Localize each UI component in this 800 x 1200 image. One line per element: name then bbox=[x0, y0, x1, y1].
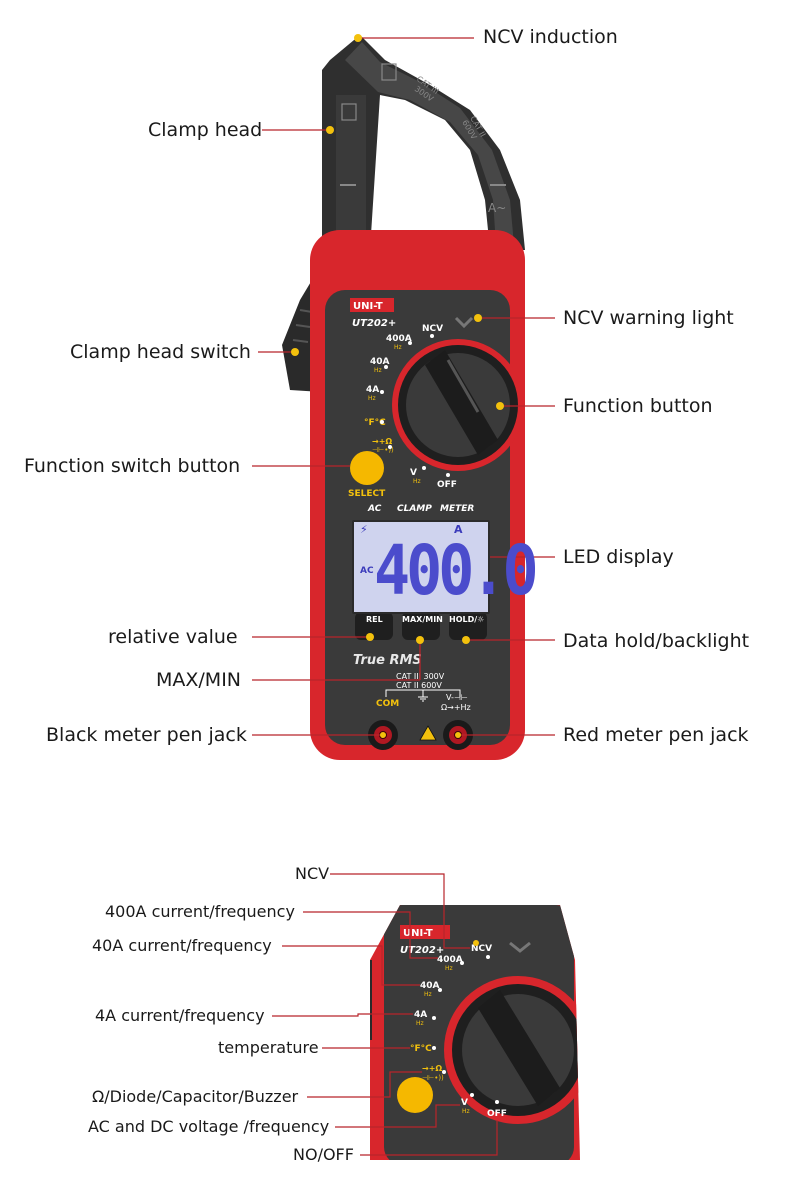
dial-ohm-label: →+Ω bbox=[372, 437, 392, 446]
hold-label: HOLD/☼ bbox=[449, 615, 484, 624]
detail-dial-cap: ⊣⊢•)) bbox=[422, 1074, 444, 1082]
lcd-ac: AC bbox=[360, 566, 374, 576]
detail-dial-off: OFF bbox=[487, 1109, 507, 1119]
label-ncv-induction: NCV induction bbox=[483, 26, 618, 48]
detail-zoom: UNI-T UT202+ bbox=[370, 905, 580, 1160]
dial-off-label: OFF bbox=[437, 480, 457, 490]
label-max-min: MAX/MIN bbox=[156, 669, 242, 691]
dial-ncv-label: NCV bbox=[422, 324, 443, 334]
detail-dial-ncv: NCV bbox=[471, 944, 492, 954]
label-ac-dc-voltage: AC and DC voltage /frequency bbox=[88, 1117, 330, 1136]
detail-brand-text: UNI-T bbox=[403, 928, 433, 939]
label-ncv: NCV bbox=[295, 864, 330, 883]
meter-text: METER bbox=[440, 504, 474, 514]
dial-cap-label: ⊣⊢•)) bbox=[372, 446, 394, 454]
rel-button[interactable] bbox=[355, 612, 393, 640]
detail-dial-40a-hz: Hz bbox=[424, 991, 432, 998]
maxmin-button[interactable] bbox=[402, 612, 440, 640]
dial-400a-hz: Hz bbox=[394, 344, 402, 351]
select-label: SELECT bbox=[348, 489, 386, 499]
detail-dial-temp: °F°C bbox=[410, 1044, 432, 1054]
dial-4a-label: 4A bbox=[366, 385, 379, 395]
dial-v-hz: Hz bbox=[413, 478, 421, 485]
jack-v-label: V-⊣⊢ bbox=[446, 693, 468, 702]
label-red-pen-jack: Red meter pen jack bbox=[563, 724, 749, 746]
dial-40a-label: 40A bbox=[370, 357, 390, 367]
ncv-light bbox=[454, 316, 474, 329]
detail-dial-ohm: →+Ω bbox=[422, 1064, 442, 1073]
rel-label: REL bbox=[366, 615, 383, 624]
detail-dial-4a-hz: Hz bbox=[416, 1020, 424, 1027]
lcd-unit: A bbox=[454, 523, 463, 536]
detail-dial-4a: 4A bbox=[414, 1010, 427, 1020]
ground-icon bbox=[418, 690, 428, 702]
dial-4a-hz: Hz bbox=[368, 395, 376, 402]
brand-text: UNI-T bbox=[353, 301, 383, 312]
detail-dial-400a-hz: Hz bbox=[445, 965, 453, 972]
model-text: UT202+ bbox=[352, 318, 396, 329]
lcd-value: 400.0 bbox=[374, 530, 539, 612]
maxmin-label: MAX/MIN bbox=[402, 615, 443, 624]
dial-temp-label: °F°C bbox=[364, 418, 386, 428]
label-40a: 40A current/frequency bbox=[92, 936, 272, 955]
bottom-leader-lines bbox=[272, 873, 498, 1156]
label-led-display: LED display bbox=[563, 546, 674, 568]
rotary-dial[interactable] bbox=[392, 339, 524, 471]
label-temperature: temperature bbox=[218, 1038, 319, 1057]
cat2-text: CAT II 600V bbox=[396, 681, 442, 690]
label-clamp-head-switch: Clamp head switch bbox=[70, 341, 251, 363]
detail-dial-400a: 400A bbox=[437, 955, 463, 965]
clamp-head: CAT III 300V CAT II 600V A~ bbox=[322, 35, 525, 250]
clamp-text: CLAMP bbox=[397, 504, 432, 514]
lightning-icon: ⚡ bbox=[360, 523, 368, 536]
dial-v-label: V bbox=[410, 468, 417, 478]
detail-dial-v-hz: Hz bbox=[462, 1108, 470, 1115]
warning-triangle-icon bbox=[419, 725, 437, 741]
clamp-a-text: A~ bbox=[488, 201, 506, 215]
label-ncv-warning-light: NCV warning light bbox=[563, 307, 734, 329]
top-leader-lines bbox=[252, 37, 555, 736]
lcd-display: ⚡ A AC 400.0 bbox=[352, 520, 539, 614]
detail-dial-40a: 40A bbox=[420, 981, 440, 991]
detail-model-text: UT202+ bbox=[400, 945, 444, 956]
label-relative-value: relative value bbox=[108, 626, 238, 648]
label-function-button: Function button bbox=[563, 395, 713, 417]
ac-text: AC bbox=[367, 504, 382, 514]
bottom-callout-dots bbox=[473, 940, 479, 946]
label-clamp-head: Clamp head bbox=[148, 119, 263, 141]
true-rms-text: True RMS bbox=[353, 653, 422, 668]
label-function-switch-button: Function switch button bbox=[24, 455, 241, 477]
label-black-pen-jack: Black meter pen jack bbox=[46, 724, 247, 746]
label-400a: 400A current/frequency bbox=[105, 902, 295, 921]
dial-40a-hz: Hz bbox=[374, 367, 382, 374]
dial-tick-dots bbox=[380, 334, 450, 477]
label-no-off: NO/OFF bbox=[293, 1145, 354, 1164]
dial-400a-label: 400A bbox=[386, 334, 412, 344]
brand-badge bbox=[350, 298, 394, 312]
detail-tick-dots bbox=[432, 955, 499, 1104]
label-4a: 4A current/frequency bbox=[95, 1006, 265, 1025]
label-ohm-diode: Ω/Diode/Capacitor/Buzzer bbox=[92, 1087, 299, 1106]
label-data-hold-backlight: Data hold/backlight bbox=[563, 630, 750, 652]
jack-ohm-label: Ω→+Hz bbox=[441, 703, 471, 712]
hold-button[interactable] bbox=[449, 612, 487, 640]
select-button[interactable] bbox=[350, 451, 384, 485]
detail-dial-v: V bbox=[461, 1098, 468, 1108]
com-label: COM bbox=[376, 699, 399, 709]
